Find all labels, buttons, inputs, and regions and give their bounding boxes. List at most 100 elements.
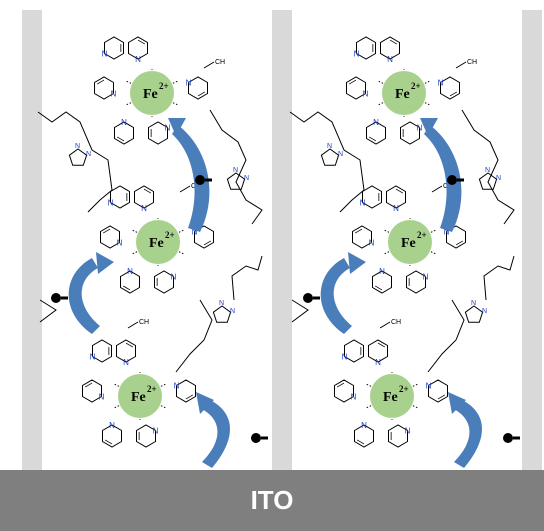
electron-transfer-arrow	[172, 125, 210, 232]
nitrogen-atom: N	[361, 421, 367, 430]
pyridine-ring	[366, 121, 386, 145]
nitrogen-atom: N	[351, 393, 357, 402]
butyl-chain	[483, 255, 515, 301]
pyridine-ring	[82, 379, 102, 403]
nitrogen-atom: N	[379, 267, 385, 276]
iron-charge: 2+	[411, 81, 421, 91]
nitrogen-atom: N	[496, 175, 501, 182]
nitrogen-atom: N	[444, 228, 450, 237]
methyl-bond	[203, 61, 215, 69]
pyridine-ring	[352, 225, 372, 249]
pyridine-ring	[116, 339, 136, 363]
pyridine-ring	[354, 424, 374, 448]
nitrogen-atom: N	[375, 358, 381, 367]
electron-transfer-arrow	[200, 398, 231, 468]
pyridine-ring	[110, 185, 130, 209]
pyridine-ring	[428, 379, 448, 403]
electron-transfer-arrow	[320, 258, 352, 334]
iron-charge: 2+	[165, 230, 175, 240]
double-bond	[455, 240, 464, 246]
pyridine-ring	[356, 36, 376, 60]
arrow-head	[420, 118, 438, 136]
nitrogen-atom: N	[127, 267, 133, 276]
triazole-ring	[226, 172, 246, 190]
nitrogen-atom: N	[233, 167, 238, 174]
double-bond	[125, 342, 134, 348]
double-bond	[197, 91, 206, 97]
nitrogen-atom: N	[417, 124, 423, 133]
iron-charge: 2+	[399, 384, 409, 394]
nitrogen-atom: N	[153, 427, 159, 436]
pyridine-ring	[194, 225, 214, 249]
methyl-label: CH	[139, 319, 149, 326]
electron-transfer-arrow	[452, 398, 483, 468]
iron-circle	[370, 374, 414, 418]
pyridine-ring	[148, 121, 168, 145]
nitrogen-atom: N	[219, 300, 224, 307]
triazole-ring	[464, 305, 484, 323]
pyridine-ring	[406, 270, 426, 294]
iron-label: Fe	[395, 87, 410, 102]
electron-dot	[447, 175, 457, 185]
nitrogen-atom: N	[230, 308, 235, 315]
pyridine-ring	[334, 379, 354, 403]
pyridine-ring	[104, 36, 124, 60]
iron-circle	[388, 220, 432, 264]
methyl-bond	[431, 185, 443, 193]
nitrogen-atom: N	[387, 55, 393, 64]
pyridine-ring	[94, 76, 114, 100]
double-bond	[84, 382, 93, 388]
iron-label: Fe	[149, 236, 164, 251]
electrode-stripe	[22, 10, 42, 470]
ether-linker	[175, 299, 213, 373]
panel-right: NNNNNNCHCHCHNNNNNNFe2+NNNNNNFe2+NNNNNNFe…	[289, 36, 520, 468]
nitrogen-atom: N	[99, 393, 105, 402]
nitrogen-atom: N	[354, 50, 360, 59]
methyl-bond	[379, 321, 391, 329]
nitrogen-atom: N	[393, 204, 399, 213]
nitrogen-atom: N	[123, 358, 129, 367]
double-bond	[143, 188, 152, 194]
double-bond	[348, 79, 357, 85]
nitrogen-atom: N	[438, 79, 444, 88]
chemistry-diagram: NNNNNNCHCHCHNNNNNNFe2+NNNNNNFe2+NNNNNNFe…	[22, 10, 542, 470]
pyridine-ring	[128, 36, 148, 60]
nitrogen-atom: N	[174, 382, 180, 391]
nitrogen-atom: N	[135, 55, 141, 64]
triazole-ring	[212, 305, 232, 323]
double-bond	[356, 439, 365, 445]
methyl-bond	[127, 321, 139, 329]
double-bond	[185, 394, 194, 400]
butyl-chain	[461, 109, 515, 225]
electron-dot	[503, 433, 513, 443]
pyridine-ring	[114, 121, 134, 145]
double-bond	[122, 285, 131, 291]
electron-dot	[251, 433, 261, 443]
pyridine-ring	[344, 339, 364, 363]
nitrogen-atom: N	[244, 175, 249, 182]
triazole-ring	[68, 148, 88, 166]
pyridine-ring	[120, 270, 140, 294]
electron-transfer-arrow	[68, 258, 100, 334]
pyridine-ring	[176, 379, 196, 403]
iron-circle	[136, 220, 180, 264]
arrow-head	[168, 118, 186, 136]
iron-label: Fe	[401, 236, 416, 251]
iron-charge: 2+	[159, 81, 169, 91]
nitrogen-atom: N	[423, 273, 429, 282]
nitrogen-atom: N	[338, 151, 343, 158]
triazole-ring	[320, 148, 340, 166]
iron-circle	[130, 71, 174, 115]
pyridine-ring	[362, 185, 382, 209]
pyridine-ring	[154, 270, 174, 294]
ito-substrate	[0, 470, 544, 531]
double-bond	[336, 382, 345, 388]
butyl-chain	[209, 109, 263, 225]
electron-dot	[303, 293, 313, 303]
nitrogen-atom: N	[360, 199, 366, 208]
nitrogen-atom: N	[426, 382, 432, 391]
iron-label: Fe	[131, 390, 146, 405]
